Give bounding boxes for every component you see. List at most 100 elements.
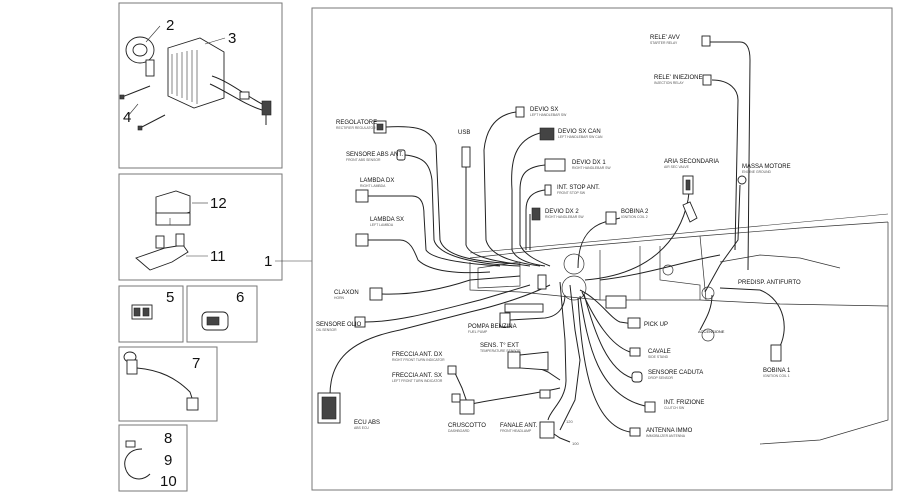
callout-6: 6	[236, 289, 244, 306]
dim-100: 100	[572, 441, 579, 446]
connector-massa-motore	[737, 175, 747, 185]
svg-text:RIGHT LAMBDA: RIGHT LAMBDA	[360, 184, 386, 188]
callout-5: 5	[166, 289, 174, 306]
label-lambda-dx: LAMBDA DX	[360, 178, 394, 184]
clamp-part	[124, 440, 151, 480]
connector-freccia-dx	[447, 365, 457, 375]
label-devio-dx1: DEVIO DX 1	[572, 160, 606, 166]
connector-sensore-olio	[354, 316, 366, 328]
connector-lambda-sx	[355, 233, 369, 247]
svg-text:RIGHT HANDLEBAR SW: RIGHT HANDLEBAR SW	[545, 215, 584, 219]
callout-12: 12	[210, 195, 227, 212]
label-bobina2: BOBINA 2	[621, 209, 649, 215]
label-devio-dx2: DEVIO DX 2	[545, 209, 579, 215]
label-regolatore: REGOLATORE	[336, 120, 377, 126]
label-pick-up: PICK UP	[644, 322, 668, 328]
connectors	[317, 35, 782, 439]
connector-int-stop	[544, 184, 552, 196]
label-cruscotto: CRUSCOTTO	[448, 423, 486, 429]
label-sensore-caduta: SENSORE CADUTA	[648, 370, 703, 376]
label-int-frizione: INT. FRIZIONE	[664, 400, 704, 406]
label-lambda-sx: LAMBDA SX	[370, 217, 404, 223]
connector-sensore-caduta	[631, 371, 643, 383]
svg-text:FUEL PUMP: FUEL PUMP	[468, 330, 488, 334]
callout-3: 3	[228, 30, 236, 47]
label-predisp: PREDISP. ANTIFURTO	[738, 280, 801, 286]
part-group-relay: 12 11	[118, 173, 283, 281]
svg-text:FRONT HEADLAMP: FRONT HEADLAMP	[500, 429, 532, 433]
connector-bobina1	[770, 344, 782, 362]
relay-bracket-part	[135, 233, 189, 271]
connector-devio-sx	[515, 106, 525, 118]
svg-text:LEFT LAMBDA: LEFT LAMBDA	[370, 223, 394, 227]
label-aria-secondaria: ARIA SECONDARIA	[664, 159, 719, 165]
connector-aria-valve	[682, 201, 698, 223]
screw-parts	[119, 85, 166, 131]
box-clamps	[118, 424, 188, 492]
svg-text:CLUTCH SW: CLUTCH SW	[664, 406, 685, 410]
svg-text:STARTER RELAY: STARTER RELAY	[650, 41, 678, 45]
connector-pompa	[499, 312, 511, 328]
box-main-harness	[311, 7, 893, 491]
connector-cavalletto	[629, 347, 641, 357]
connector-rele-iniezione	[702, 74, 712, 86]
connector-cruscotto	[459, 399, 475, 415]
frame-outline	[469, 213, 889, 445]
dim-120: 120	[566, 419, 573, 424]
label-devio-sx: DEVIO SX	[530, 107, 558, 113]
label-freccia-dx: FRECCIA ANT. DX	[392, 352, 442, 358]
svg-text:TEMPERATURE SENSOR: TEMPERATURE SENSOR	[480, 349, 521, 353]
svg-text:SIDE STAND: SIDE STAND	[648, 355, 669, 359]
label-claxon: CLAXON	[334, 290, 359, 296]
box-sensor	[118, 346, 218, 422]
part-group-connectors: 5 6	[118, 285, 258, 343]
connector-rele-avv	[701, 35, 711, 47]
label-rele-iniezione: RELE' INIEZIONE	[654, 75, 703, 81]
svg-text:LEFT HANDLEBAR SW CAN: LEFT HANDLEBAR SW CAN	[558, 135, 603, 139]
part-group-clamps: 8 9 10	[118, 424, 188, 492]
connector-sens-t-ext	[507, 351, 521, 369]
svg-text:IMMOBILIZER ANTENNA: IMMOBILIZER ANTENNA	[646, 434, 686, 438]
label-freccia-sx: FRECCIA ANT. SX	[392, 373, 442, 379]
svg-text:RIGHT FRONT TURN INDICATOR: RIGHT FRONT TURN INDICATOR	[392, 358, 445, 362]
callout-1: 1	[264, 253, 272, 270]
part-group-sensor: 7	[118, 346, 218, 422]
connector-freccia-sx	[451, 393, 461, 403]
harness-labels: RELE' AVV STARTER RELAY RELE' INIEZIONE …	[316, 35, 801, 446]
svg-text:ENGINE GROUND: ENGINE GROUND	[742, 170, 772, 174]
connector-lambda-dx	[355, 189, 369, 203]
connector-pick-up-2	[627, 317, 641, 329]
svg-text:DASHBOARD: DASHBOARD	[448, 429, 470, 433]
label-antenna: ANTENNA IMMO	[646, 428, 693, 434]
svg-text:RIGHT HANDLEBAR SW: RIGHT HANDLEBAR SW	[572, 166, 611, 170]
label-massa-motore: MASSA MOTORE	[742, 164, 791, 170]
connector-antenna	[629, 427, 641, 437]
svg-text:LEFT HANDLEBAR SW: LEFT HANDLEBAR SW	[530, 113, 567, 117]
box-relay	[118, 173, 283, 281]
label-accensione: ACCENSIONE	[698, 329, 725, 334]
svg-text:OIL SENSOR: OIL SENSOR	[316, 328, 337, 332]
label-pompa: POMPA BENZINA	[468, 324, 517, 330]
box-regulator	[118, 2, 283, 169]
connector-devio-sx-can	[539, 127, 555, 141]
label-int-stop: INT. STOP ANT.	[557, 185, 600, 191]
box-connector-6	[186, 285, 258, 343]
connector-usb	[461, 146, 471, 168]
svg-text:DROP SENSOR: DROP SENSOR	[648, 376, 674, 380]
svg-text:HORN: HORN	[334, 296, 345, 300]
svg-text:FRONT STOP SW: FRONT STOP SW	[557, 191, 586, 195]
box-connector-5	[118, 285, 184, 343]
svg-text:ABS ECU: ABS ECU	[354, 426, 369, 430]
svg-text:INJECTION RELAY: INJECTION RELAY	[654, 81, 684, 85]
connector-int-frizione	[644, 401, 656, 413]
svg-text:IGNITION COIL 1: IGNITION COIL 1	[763, 374, 790, 378]
callout-2: 2	[166, 17, 174, 34]
label-cavalletto: CAVALE	[648, 349, 671, 355]
sensor-part-7	[123, 351, 199, 411]
svg-text:AIR SEC VALVE: AIR SEC VALVE	[664, 165, 690, 169]
connector-pick-up-1	[605, 295, 627, 309]
regulator-part	[167, 37, 272, 125]
part-group-regulator: 2 3 4	[118, 2, 283, 169]
label-sensore-abs: SENSORE ABS ANT.	[346, 152, 403, 158]
